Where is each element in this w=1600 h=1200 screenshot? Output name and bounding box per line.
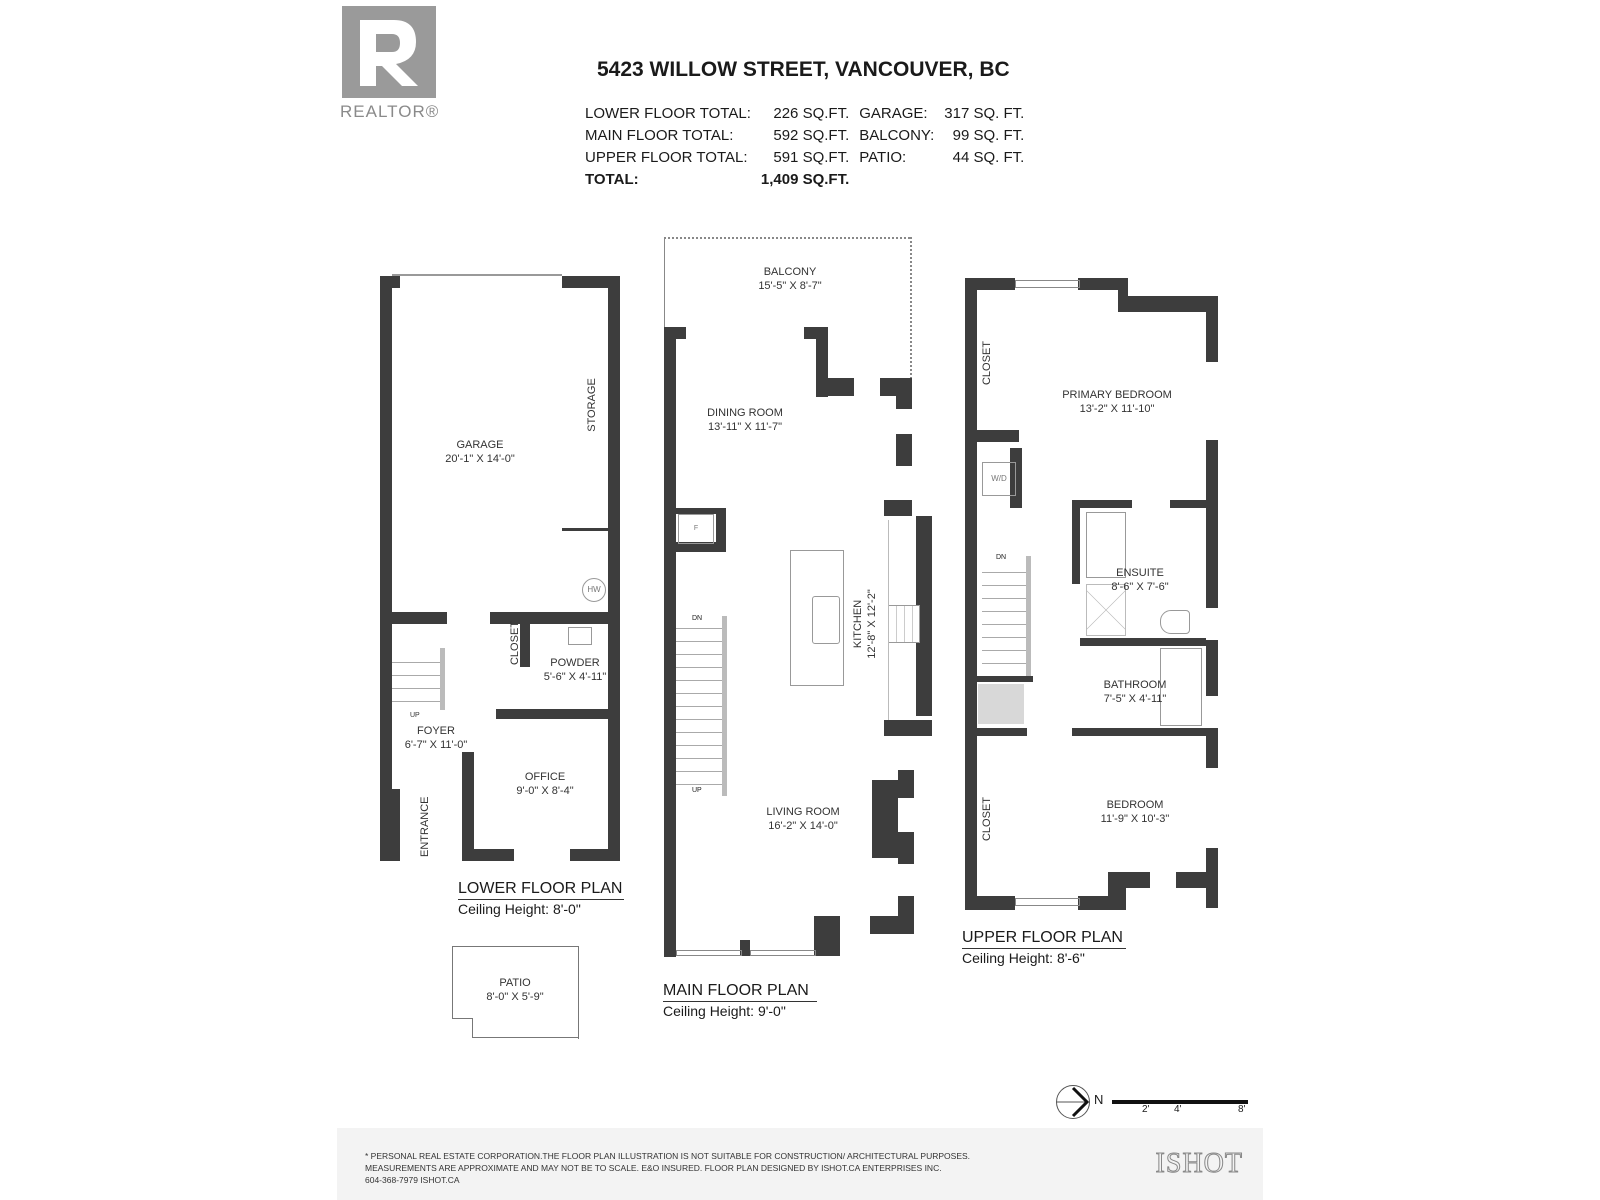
room-living: LIVING ROOM 16'-2" X 14'-0"	[766, 806, 840, 832]
room-primary-bedroom: PRIMARY BEDROOM 13'-2" X 11'-10"	[1062, 389, 1172, 415]
kitchen-counter	[888, 520, 917, 720]
room-closet-bedroom: CLOSET	[981, 797, 993, 842]
property-address: 5423 WILLOW STREET, VANCOUVER, BC	[597, 58, 1010, 81]
stairs-icon	[676, 616, 724, 796]
stat-row: LOWER FLOOR TOTAL: 226 SQ.FT. GARAGE: 31…	[585, 105, 1025, 122]
upper-ceiling-height: Ceiling Height: 8'-6"	[962, 948, 1126, 966]
north-arrow-icon	[1056, 1085, 1090, 1119]
room-office: OFFICE 9'-0" X 8'-4"	[516, 771, 574, 797]
sink-icon	[568, 627, 592, 645]
room-entrance: ENTRANCE	[419, 796, 431, 857]
stair-rail	[440, 648, 445, 710]
stairs-up-label: UP	[410, 712, 420, 719]
stairs-down-label: DN	[996, 554, 1007, 561]
stat-row: UPPER FLOOR TOTAL: 591 SQ.FT. PATIO: 44 …	[585, 149, 1025, 166]
room-bathroom: BATHROOM 7'-5" X 4'-11"	[1103, 679, 1167, 705]
room-patio: PATIO 8'-0" X 5'-9"	[486, 977, 544, 1003]
room-foyer: FOYER 6'-7" X 11'-0"	[404, 725, 468, 751]
room-closet: CLOSET	[509, 621, 521, 666]
kitchen-island	[790, 550, 844, 686]
stat-row-total: TOTAL: 1,409 SQ.FT.	[585, 171, 850, 188]
stat-row: MAIN FLOOR TOTAL: 592 SQ.FT. BALCONY: 99…	[585, 127, 1025, 144]
room-storage: STORAGE	[586, 378, 598, 432]
main-plan-title: MAIN FLOOR PLAN	[663, 982, 809, 999]
room-closet-primary: CLOSET	[981, 341, 993, 386]
kitchen-sink-icon	[812, 596, 840, 644]
room-kitchen: KITCHEN 12'-8" X 12'-2"	[852, 589, 878, 659]
footer-disclaimer: * PERSONAL REAL ESTATE CORPORATION.THE F…	[337, 1128, 1263, 1200]
storage-nook	[978, 684, 1024, 724]
room-bedroom: BEDROOM 11'-9" X 10'-3"	[1100, 799, 1170, 825]
bathtub-icon	[1160, 648, 1202, 726]
room-balcony: BALCONY 15'-5" X 8'-7"	[758, 266, 822, 292]
stairs-icon	[982, 560, 1030, 676]
scale-bar	[1112, 1100, 1248, 1104]
bathtub-icon	[1086, 512, 1126, 578]
realtor-r-icon	[360, 20, 418, 86]
room-powder: POWDER 5'-6" X 4'-11"	[543, 657, 607, 683]
room-ensuite: ENSUITE 8'-6" X 7'-6"	[1111, 567, 1169, 593]
stairs-icon	[392, 650, 442, 710]
upper-plan-title: UPPER FLOOR PLAN	[962, 929, 1123, 946]
stair-rail	[722, 616, 727, 796]
lower-ceiling-height: Ceiling Height: 8'-0"	[458, 899, 624, 917]
stair-rail	[1026, 556, 1031, 676]
realtor-logo-text: REALTOR®	[340, 102, 440, 121]
washer-dryer-icon: W/D	[982, 462, 1016, 496]
area-summary-table: LOWER FLOOR TOTAL: 226 SQ.FT. GARAGE: 31…	[585, 103, 1034, 191]
ishot-logo: ISHOT	[1155, 1148, 1243, 1180]
room-dining: DINING ROOM 13'-11" X 11'-7"	[707, 407, 783, 433]
main-ceiling-height: Ceiling Height: 9'-0"	[663, 1001, 817, 1019]
north-label: N	[1094, 1092, 1104, 1107]
lower-plan-title: LOWER FLOOR PLAN	[458, 880, 623, 897]
shower-icon	[1086, 584, 1126, 636]
stove-icon	[888, 605, 920, 643]
stairs-down-label: DN	[692, 615, 703, 622]
water-heater-icon: HW	[582, 578, 606, 602]
stairs-up-label: UP	[692, 787, 702, 794]
toilet-icon	[1160, 610, 1190, 634]
fridge-icon: F	[678, 514, 714, 544]
room-garage: GARAGE 20'-1" X 14'-0"	[445, 439, 515, 465]
realtor-logo	[342, 6, 436, 98]
patio-outline	[452, 946, 579, 1039]
